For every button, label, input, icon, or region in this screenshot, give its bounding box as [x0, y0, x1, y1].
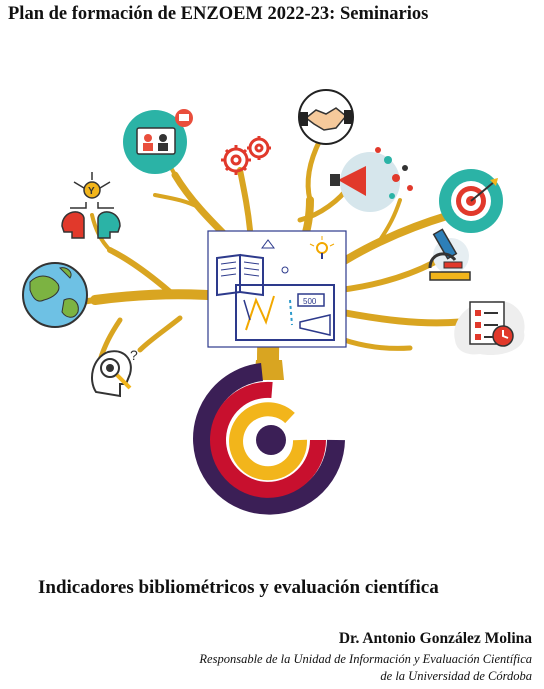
handshake-icon [298, 89, 354, 145]
center-panel-icon: 500 [207, 230, 347, 348]
magnifier-head-icon: ? [91, 347, 138, 398]
enzoem-logo [193, 363, 345, 515]
page-title: Plan de formación de ENZOEM 2022-23: Sem… [8, 4, 429, 24]
svg-text:Y: Y [88, 186, 95, 197]
megaphone-icon [330, 147, 413, 212]
author-role-line-1: Responsable de la Unidad de Información … [199, 652, 532, 666]
svg-text:?: ? [130, 347, 138, 363]
conference-icon [123, 109, 193, 174]
brain-idea-icon: Y [61, 172, 121, 239]
microscope-icon [428, 228, 471, 281]
gears-icon [221, 136, 271, 175]
seminar-title: Indicadores bibliométricos y evaluación … [38, 577, 439, 598]
center-badge-text: 500 [303, 297, 317, 306]
author-name: Dr. Antonio González Molina [338, 630, 532, 647]
author-role-line-2: de la Universidad de Córdoba [380, 669, 532, 683]
globe-icon [22, 262, 88, 328]
checklist-clock-icon [454, 300, 525, 356]
target-icon [439, 169, 503, 233]
